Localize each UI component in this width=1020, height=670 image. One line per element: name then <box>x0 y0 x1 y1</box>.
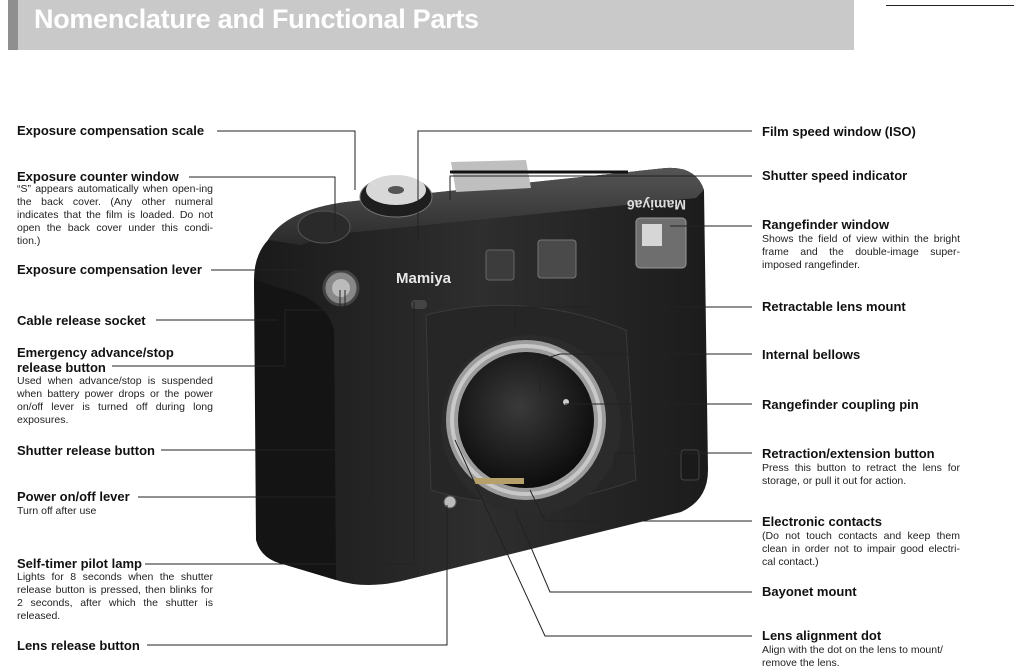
desc-emergency-advance-stop-release-button: Used when advance/stop is suspended when… <box>17 375 213 426</box>
leader-bayonet-mount <box>514 509 752 593</box>
leader-self-timer-lamp <box>145 302 415 565</box>
label-exposure-counter-window: Exposure counter window <box>17 169 179 184</box>
leader-electronic-contacts <box>529 489 752 522</box>
brightframe-window <box>537 239 577 279</box>
label-cable-release-socket: Cable release socket <box>17 313 146 328</box>
page-title: Nomenclature and Functional Parts <box>34 4 479 34</box>
self-timer-lamp <box>411 300 427 309</box>
mount-ring <box>450 344 602 496</box>
desc-electronic-contacts: (Do not touch contacts and keep them cle… <box>762 530 960 568</box>
front-brand-text: Mamiya <box>396 270 452 287</box>
desc-rangefinder-window: Shows the field of view within the brigh… <box>762 233 960 271</box>
label-emergency-advance-stop-release-button: Emergency advance/stop release button <box>17 345 174 375</box>
leader-retraction-button <box>614 452 752 470</box>
leader-power-lever <box>138 280 373 498</box>
leader-retractable-lens-mount <box>514 306 752 330</box>
label-rangefinder-window: Rangefinder window <box>762 217 890 232</box>
leader-lens-alignment-dot <box>454 439 752 637</box>
leader-shutter-release <box>161 290 346 451</box>
label-lens-alignment-dot: Lens alignment dot <box>762 628 882 643</box>
leader-film-speed-window-2 <box>417 130 752 240</box>
camera-illustration: Mamiya Mamiya6 <box>254 160 708 585</box>
label-power-on-off-lever: Power on/off lever <box>17 489 130 504</box>
label-electronic-contacts: Electronic contacts <box>762 514 882 529</box>
header-edge-stripe <box>8 0 18 50</box>
leader-exposure-compensation-scale <box>217 130 356 190</box>
label-film-speed-window: Film speed window (ISO) <box>762 124 916 139</box>
desc-lens-alignment-dot: Align with the dot on the lens to mount/… <box>762 644 943 669</box>
desc-self-timer-pilot-lamp: Lights for 8 seconds when the shutter re… <box>17 571 213 622</box>
viewfinder-window <box>485 249 515 281</box>
label-bayonet-mount: Bayonet mount <box>762 584 857 599</box>
label-retractable-lens-mount: Retractable lens mount <box>762 299 906 314</box>
mount-opening <box>458 352 594 488</box>
camera-top-plate <box>268 167 704 245</box>
electronic-contacts <box>474 478 524 484</box>
label-retraction-extension-button: Retraction/extension button <box>762 446 935 461</box>
label-shutter-release-button: Shutter release button <box>17 443 155 458</box>
leader-lens-release <box>147 505 448 646</box>
label-exposure-compensation-scale: Exposure compensation scale <box>17 123 205 138</box>
desc-power-on-off-lever: Turn off after use <box>17 505 97 517</box>
label-shutter-speed-indicator: Shutter speed indicator <box>762 168 908 183</box>
leader-internal-bellows <box>539 353 752 390</box>
label-internal-bellows: Internal bellows <box>762 347 861 362</box>
label-rangefinder-coupling-pin: Rangefinder coupling pin <box>762 397 919 412</box>
label-exposure-compensation-lever: Exposure compensation lever <box>17 262 202 277</box>
corner-rule <box>886 5 1014 6</box>
leader-shutter-speed-indicator <box>449 175 752 200</box>
desc-exposure-counter-window: “S” appears automatically when open-ing … <box>17 183 213 247</box>
retraction-button <box>680 449 700 481</box>
label-lens-release-button: Lens release button <box>17 638 140 653</box>
shutter-dial <box>297 210 351 244</box>
speed-dial-center <box>388 186 404 194</box>
top-brand-text: Mamiya6 <box>627 197 686 213</box>
leader-emergency-advance <box>112 290 341 367</box>
header-bar <box>8 0 854 50</box>
camera-grip <box>254 280 336 580</box>
desc-retraction-extension-button: Press this button to retract the lens fo… <box>762 462 960 487</box>
leader-exposure-counter-window <box>189 176 336 232</box>
rangefinder-highlight <box>642 224 662 246</box>
label-self-timer-pilot-lamp: Self-timer pilot lamp <box>17 556 142 571</box>
